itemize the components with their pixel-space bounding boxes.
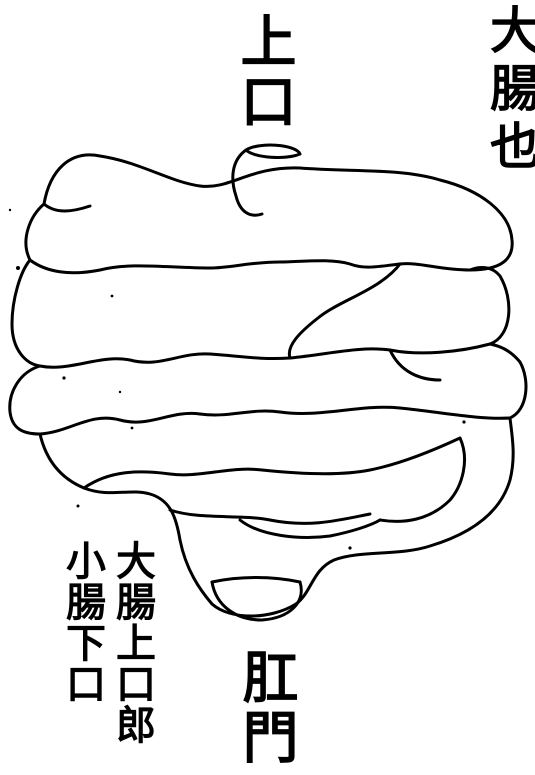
intestine-loop-3 bbox=[8, 342, 528, 436]
intestine-loop-2 bbox=[10, 258, 511, 369]
side-note-column-2: 小腸下口 bbox=[59, 540, 106, 704]
intestine-loop-4 bbox=[38, 416, 515, 618]
upper-opening-label: 上口 bbox=[231, 12, 297, 132]
intestine-loop-1 bbox=[24, 153, 514, 275]
anus-label: 肛門 bbox=[233, 648, 299, 768]
upper-opening-tube bbox=[231, 143, 302, 217]
anus-bulb bbox=[210, 576, 302, 584]
side-note-column-1: 大腸上口郎 bbox=[109, 540, 156, 745]
edge-text-label: 大腸也 bbox=[482, 4, 535, 178]
